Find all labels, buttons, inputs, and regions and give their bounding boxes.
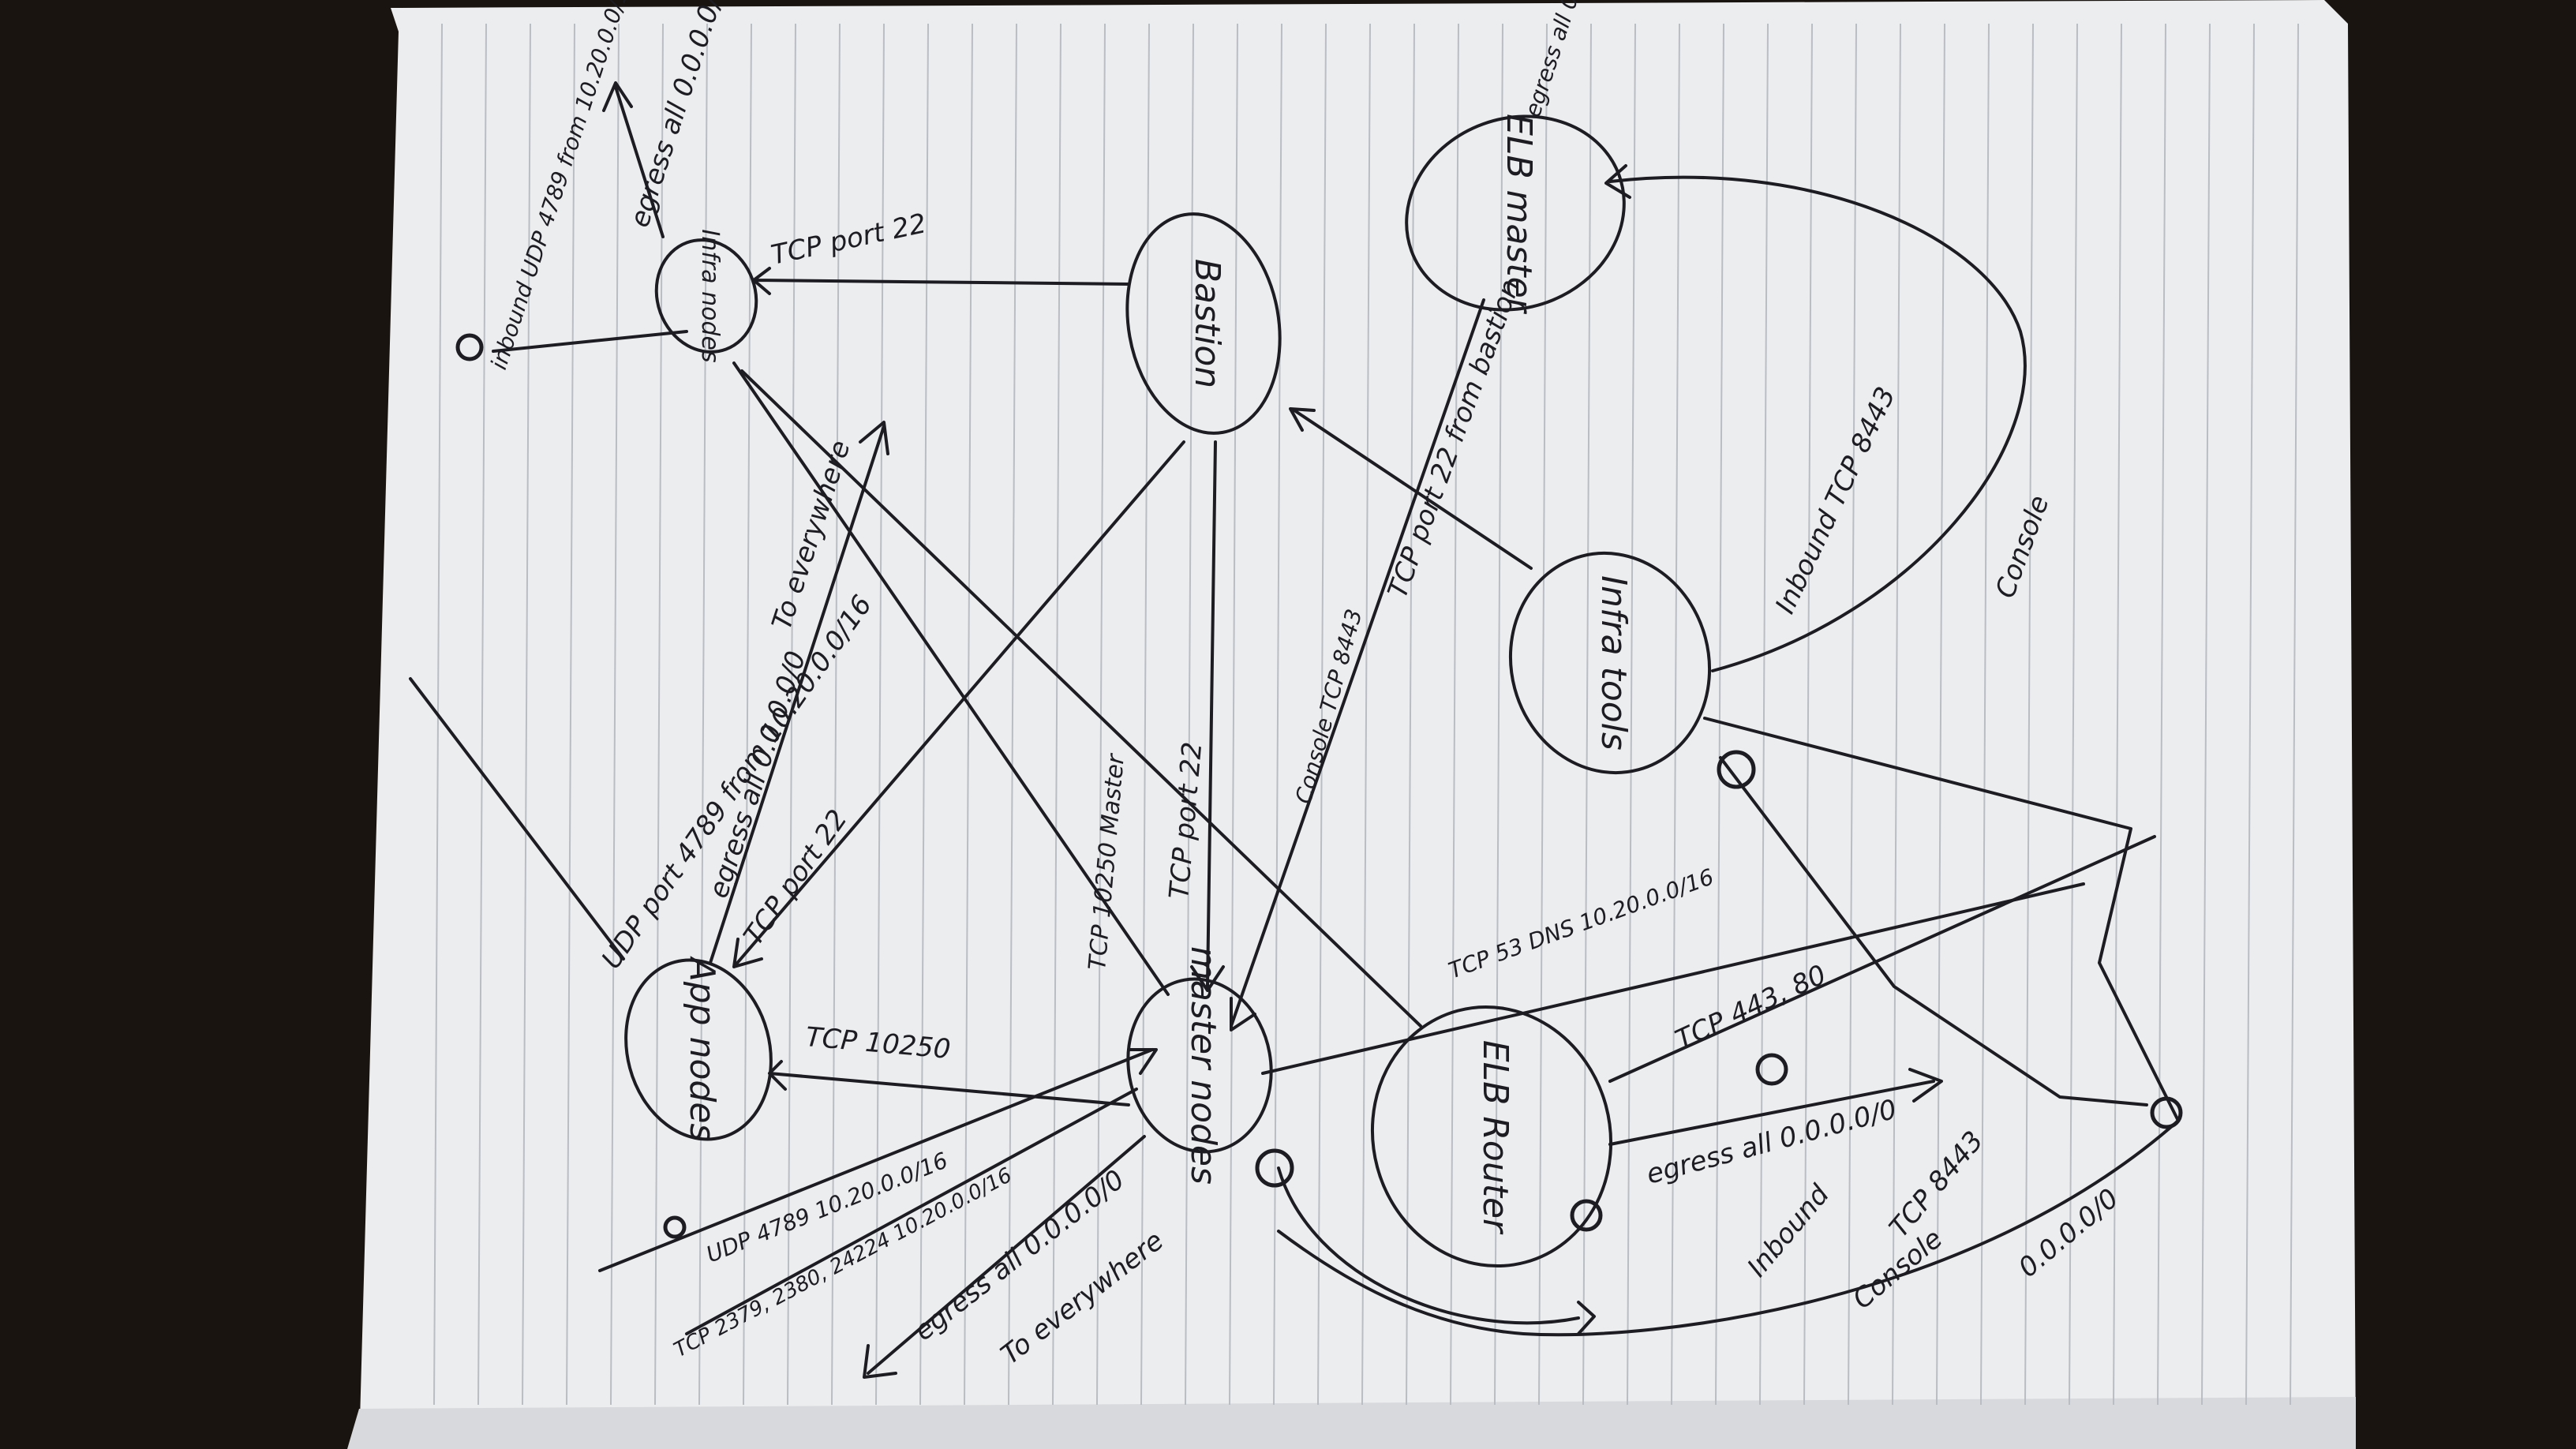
node-elb-master-label: ELB master [1499, 114, 1539, 315]
edge-infra-inbound [492, 330, 688, 353]
ruled-line [566, 23, 575, 1406]
edge-app-inbound [409, 677, 625, 960]
ruled-line [743, 23, 752, 1406]
edge-master-tcp-etcd [685, 1088, 1138, 1335]
node-infra-tools: Infra tools [1508, 551, 1712, 775]
ruled-line [1494, 23, 1503, 1406]
ruled-line [2157, 23, 2166, 1406]
ruled-line [477, 23, 487, 1406]
ruled-line [1450, 23, 1459, 1406]
edge-infra-master [732, 361, 1170, 996]
ruled-line [1671, 23, 1680, 1406]
ruled-line [831, 23, 841, 1406]
ruled-line [1317, 23, 1327, 1406]
edge-bottom-console [1277, 1119, 2180, 1337]
ruled-line [698, 23, 708, 1406]
edge-master-dns [1261, 882, 2085, 1075]
ruled-line [2069, 23, 2078, 1406]
node-elb-router: ELB Router [1370, 1005, 1613, 1268]
edge-infra-egress [602, 81, 665, 238]
node-app: App nodes [624, 956, 773, 1142]
ruled-line [2113, 23, 2122, 1406]
edge-bastion-master [1190, 440, 1225, 992]
ruled-line [1936, 23, 1945, 1406]
edge-tools-elbmaster [1604, 164, 2027, 672]
ruled-line [1361, 23, 1371, 1406]
ruled-line [2024, 23, 2034, 1406]
ruled-line [654, 23, 664, 1406]
ruled-line [1185, 23, 1194, 1406]
node-elb-router-label: ELB Router [1475, 1040, 1515, 1235]
ruled-line [1892, 23, 1901, 1406]
ruled-line [1759, 23, 1769, 1406]
ruled-line [964, 23, 973, 1406]
ruled-line [1052, 23, 1061, 1406]
node-app-label: App nodes [682, 956, 722, 1142]
edge-bastion-app [732, 440, 1185, 968]
ruled-line [2290, 23, 2299, 1406]
edge-master-app [768, 1060, 1130, 1106]
node-infra-label: Infra nodes [696, 229, 724, 362]
edge-bastion-infra [752, 267, 1130, 295]
ruled-line [610, 23, 620, 1406]
edge-elbrouter-egress [1608, 1068, 1943, 1146]
ruled-line [2245, 23, 2255, 1406]
ruled-line [1848, 23, 1857, 1406]
notebook-page [359, 0, 2356, 1449]
ruled-line [1229, 23, 1238, 1406]
ruled-lines [433, 23, 2299, 1406]
node-bastion: Bastion [1125, 212, 1282, 435]
ruled-line [2201, 23, 2211, 1406]
edges [409, 81, 2180, 1379]
node-bastion-label: Bastion [1187, 259, 1227, 388]
scribbles [455, 333, 2183, 1239]
ruled-line [1715, 23, 1724, 1406]
edge-elbmaster-master [1230, 298, 1485, 1032]
ruled-line [919, 23, 929, 1406]
ruled-line [1582, 23, 1592, 1406]
notebook-binding [347, 1397, 2356, 1449]
edge-tools-right [1703, 717, 2180, 1122]
edge-bottom-loop [1277, 1166, 1596, 1335]
node-infra: Infra nodes [654, 229, 758, 363]
edge-elbrouter-tools [1608, 835, 2156, 1083]
edge-app-to-everywhere [709, 421, 889, 964]
edge-master-egress [863, 1135, 1146, 1379]
node-infra-tools-label: Infra tools [1593, 575, 1634, 751]
ruled-line [1008, 23, 1017, 1406]
ruled-line [522, 23, 531, 1406]
ruled-line [1538, 23, 1548, 1406]
edge-elbmaster-bastion [1289, 407, 1533, 570]
edge-infra-elbrouter [740, 369, 1422, 1028]
ruled-line [1980, 23, 1990, 1406]
ruled-line [1140, 23, 1150, 1406]
ruled-line [1273, 23, 1282, 1406]
node-elb-master: ELB master [1405, 114, 1626, 315]
edge-tools-down [1719, 756, 2148, 1106]
ruled-line [1803, 23, 1813, 1406]
ruled-line [1627, 23, 1636, 1406]
ruled-line [875, 23, 885, 1406]
edge-master-udp [598, 1048, 1158, 1272]
